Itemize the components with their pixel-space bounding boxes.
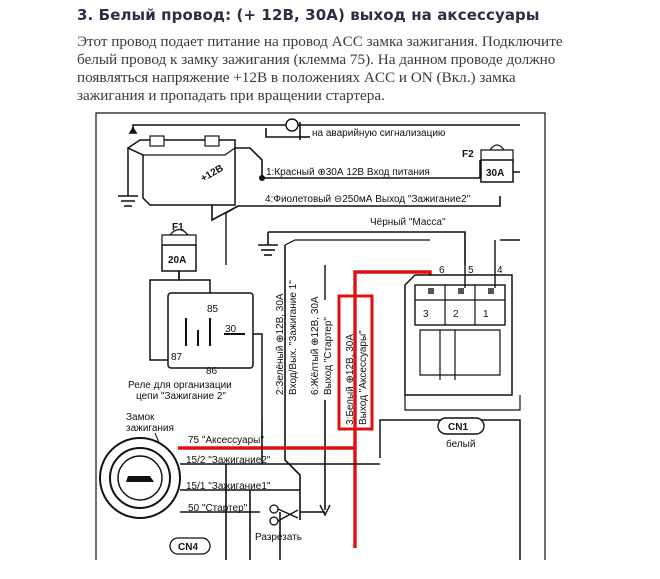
wire-1-label: 1:Красный ⊕30А 12В Вход питания [266, 167, 430, 178]
terminal-15-1-label: 15/1 "Зажигание1" [186, 481, 271, 492]
connector-pin-2: 2 [453, 309, 459, 320]
paragraph-line: белый провод к замку зажигания (клемма 7… [77, 51, 556, 68]
junction-dot [259, 175, 265, 181]
fuse-f2-icon [480, 144, 514, 183]
cut-label: Разрезать [255, 532, 302, 543]
paragraph-line: появляться напряжение +12В в положениях … [77, 69, 516, 86]
diagram-frame [95, 112, 546, 560]
ignition-caption-line2: зажигания [126, 423, 174, 434]
connector-pin-3: 3 [423, 309, 429, 320]
battery-icon [126, 135, 236, 206]
connector-pin-5: 5 [468, 265, 474, 276]
cn1-module [379, 417, 521, 560]
relay-icon [167, 292, 254, 369]
ground-icon [118, 148, 138, 207]
wire-2-ignition1 [284, 245, 301, 520]
connector-pin-6: 6 [439, 265, 445, 276]
ignition-caption-line1: Замок [126, 412, 155, 423]
hazard-label: на аварийную сигнализацию [312, 128, 446, 139]
relay-caption-line1: Реле для организации [128, 380, 232, 391]
hazard-wires [128, 122, 520, 140]
connector-icon [404, 274, 521, 411]
black-ground-wire [258, 231, 466, 265]
wire-3-label-box [337, 294, 374, 431]
terminal-75-label: 75 "Аксессуары" [188, 435, 264, 446]
scissors-icon [269, 504, 299, 526]
wire-3-label-line1: 3:Белый ⊕12В, 30А [345, 334, 356, 425]
relay-pin-87: 87 [171, 352, 183, 363]
paragraph-line: Этот провод подает питание на провод ACC… [77, 33, 563, 50]
cn1-label: CN1 [448, 422, 468, 433]
relay-pin-85: 85 [207, 304, 219, 315]
fuse-f1-icon [161, 228, 197, 272]
terminal-50-label: 50 "Стартер" [188, 503, 248, 514]
ignition-switch-icon [99, 437, 181, 519]
connector-pin-4: 4 [497, 265, 503, 276]
paragraph-line: зажигания и пропадать при вращении старт… [77, 87, 385, 104]
diode-icon [285, 118, 299, 132]
black-ground-label: Чёрный "Масса" [370, 217, 446, 228]
relay-pin-30: 30 [225, 324, 237, 335]
wire-4-label: 4:Фиолетовый ⊖250мА Выход "Зажигание2" [265, 194, 471, 205]
cn4-badge [169, 537, 211, 555]
wire-6-label-line2: Выход "Стартер" [323, 317, 334, 395]
fuse-f2-rating: 30A [486, 168, 504, 179]
fuse-f1-rating: 20A [168, 255, 186, 266]
fuse-f2-name: F2 [462, 149, 474, 160]
connector-pin-1: 1 [483, 309, 489, 320]
terminal-15-2-label: 15/2 "Зажигание2" [186, 455, 271, 466]
wire-6-label-line1: 6:Жёлтый ⊕12В, 30А [310, 296, 321, 395]
wire-2-label-line2: Вход/Вых. "Зажигание 1" [288, 280, 299, 395]
cn1-color: белый [446, 438, 475, 450]
wire-3-label-line2: Выход "Аксессуары" [358, 330, 369, 425]
fuse-f1-name: F1 [172, 222, 184, 233]
description-paragraph: Этот провод подает питание на провод ACC… [77, 33, 622, 105]
cn4-label: CN4 [178, 542, 198, 553]
relay-caption-line2: цепи "Зажигание 2" [136, 391, 226, 402]
relay-pin-86: 86 [206, 366, 218, 377]
wire-1-power [235, 147, 481, 179]
wire-2-label-line1: 2:Зелёный ⊕12В, 30А [275, 293, 286, 395]
page-title: 3. Белый провод: (+ 12В, 30А) выход на а… [77, 6, 540, 24]
